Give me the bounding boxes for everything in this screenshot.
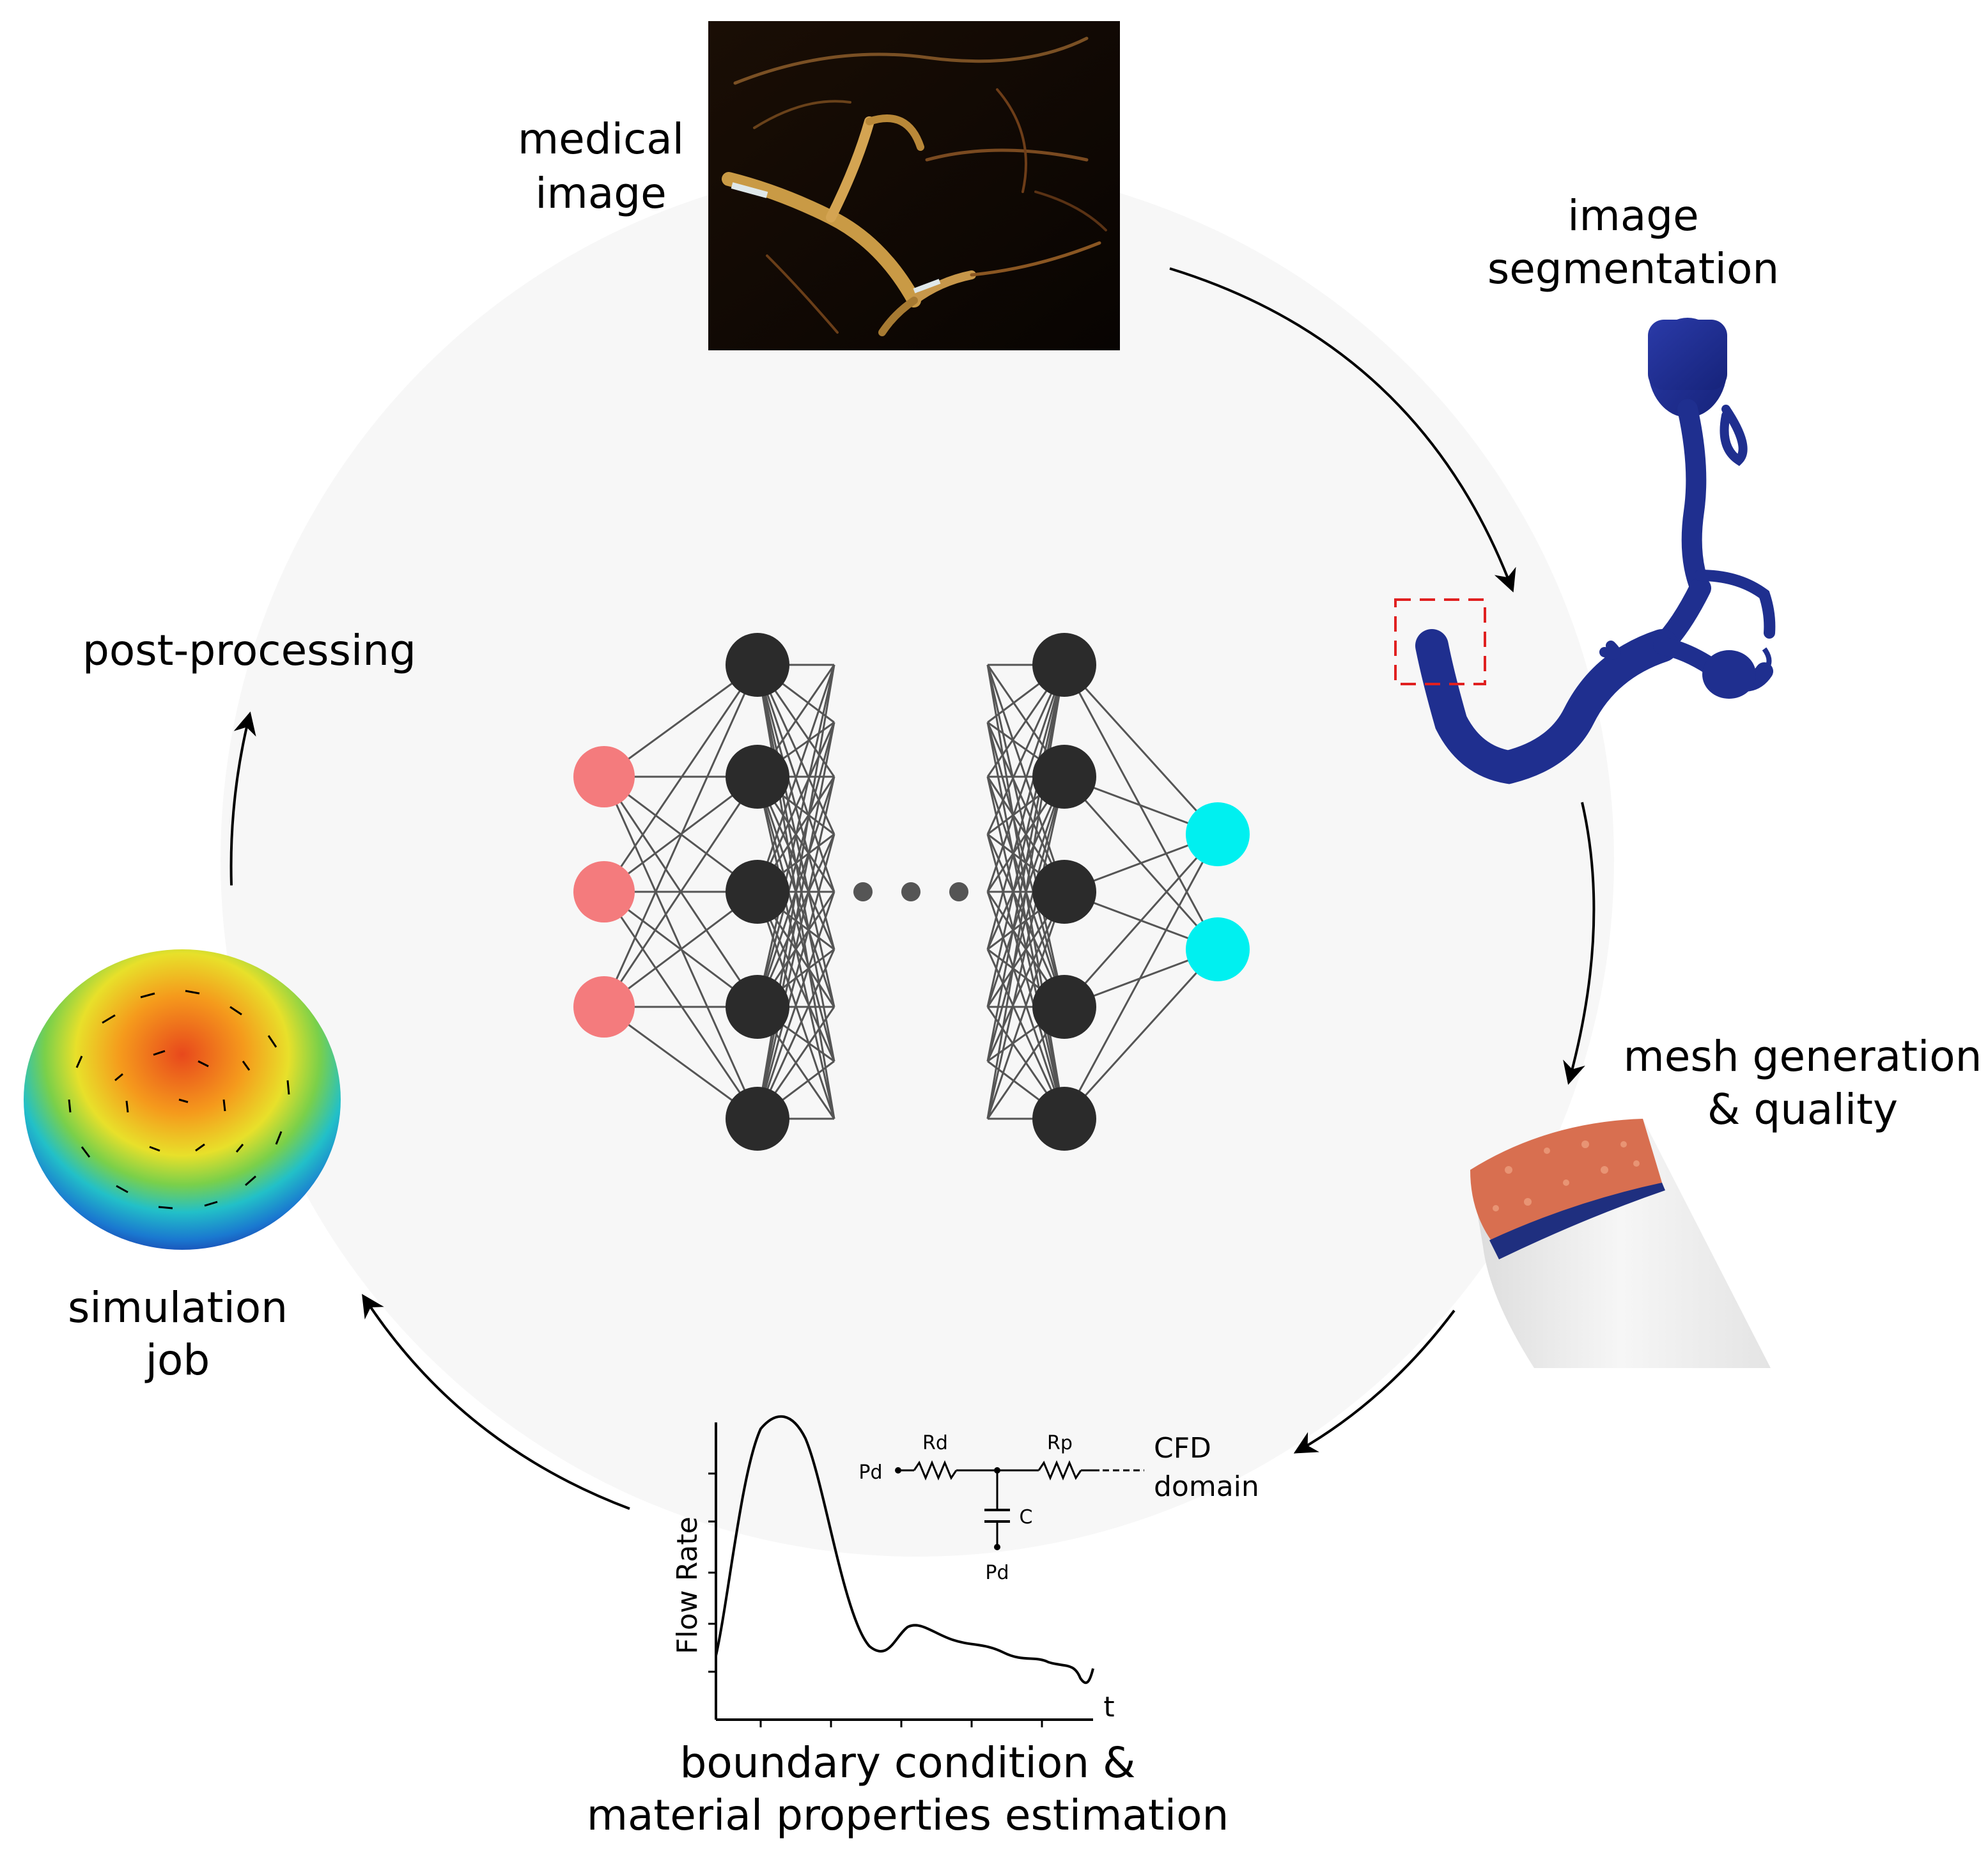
arrow-simulation-to-post — [229, 712, 256, 886]
image-segmentation-label-line1: image — [1567, 191, 1699, 240]
simulation-job-label-line2: job — [144, 1335, 210, 1385]
nn-edge-stub — [986, 664, 1066, 1119]
nn-output-node — [1186, 917, 1250, 981]
nn-edge-stub — [986, 722, 1066, 1008]
medical-image-picture — [708, 21, 1120, 350]
mesh-generation-label-line2: & quality — [1707, 1085, 1898, 1134]
circuit-pd-left: Pd — [858, 1461, 882, 1484]
nn-hidden-node-layer1 — [726, 745, 789, 809]
nn-edge-stub — [756, 834, 835, 1119]
region-of-interest-box — [1394, 598, 1486, 685]
flow-plot-xlabel: t — [1103, 1691, 1114, 1724]
neural-network — [573, 633, 1250, 1151]
circuit-cfd-line2: domain — [1154, 1470, 1259, 1503]
nn-edge-stub — [986, 776, 1066, 1119]
nn-edge — [1063, 834, 1219, 1008]
medical-image-label-line2: image — [535, 169, 667, 218]
nn-edge — [603, 891, 759, 1119]
medical-image-label-line1: medical — [518, 114, 684, 164]
nn-edge-stub — [986, 664, 1066, 1008]
nn-edge-stub — [756, 891, 835, 1119]
nn-edge — [603, 664, 759, 1008]
simulation-job-label-line1: simulation — [68, 1283, 288, 1332]
windkessel-circuit: Pd Rd Rp C Pd CFD domain — [858, 1432, 1259, 1584]
resistor-rp — [1037, 1460, 1082, 1481]
nn-ellipsis-dot — [853, 882, 873, 901]
nn-input-node — [573, 746, 635, 807]
nn-edge-stub — [756, 722, 835, 1008]
nn-edge-stub — [756, 776, 835, 1119]
nn-edge-stub — [986, 891, 1066, 1119]
nn-edge-stub — [986, 722, 1066, 1119]
nn-edge-stub — [756, 722, 835, 1119]
nn-hidden-node-layer1 — [726, 1087, 789, 1151]
circuit-rd: Rd — [922, 1432, 948, 1454]
post-processing-label: post-processing — [82, 626, 416, 675]
workflow-circle-background — [221, 163, 1614, 1557]
simulation-result-picture — [24, 949, 341, 1250]
nn-edge-stub — [756, 664, 835, 1119]
flow-plot-ylabel: Flow Rate — [671, 1516, 704, 1654]
nn-edge-stub — [756, 664, 835, 1008]
nn-hidden-node-layer1 — [726, 975, 789, 1039]
resistor-rd — [913, 1460, 958, 1481]
nn-hidden-node-layer1 — [726, 633, 789, 697]
nn-ellipsis-dot — [901, 882, 920, 901]
nn-ellipsis-dot — [949, 882, 968, 901]
image-segmentation-label-line2: segmentation — [1487, 244, 1779, 293]
arrow-boundary-to-simulation — [362, 1293, 630, 1510]
flow-waveform — [715, 1415, 1094, 1685]
nn-output-node — [1186, 802, 1250, 866]
arrow-medical-to-segmentation — [1169, 267, 1516, 593]
nn-hidden-node-layerN — [1032, 975, 1096, 1039]
nn-edge — [1063, 834, 1219, 1119]
circuit-rp: Rp — [1047, 1432, 1073, 1454]
nn-hidden-node-layerN — [1032, 860, 1096, 924]
arrow-segmentation-to-mesh — [1563, 802, 1596, 1085]
segmented-vessel-picture — [1394, 318, 1776, 784]
circuit-c: C — [1020, 1506, 1033, 1529]
nn-edge — [1063, 948, 1219, 1120]
arrow-mesh-to-boundary — [1293, 1309, 1456, 1454]
circuit-cfd-line1: CFD — [1154, 1432, 1211, 1465]
cycle-arrows — [229, 267, 1596, 1510]
nn-edge — [603, 776, 759, 1008]
boundary-condition-label-line2: material properties estimation — [587, 1791, 1229, 1840]
nn-hidden-node-layerN — [1032, 1087, 1096, 1151]
circuit-pd-bottom: Pd — [985, 1562, 1009, 1584]
mesh-generation-label-line1: mesh generation — [1623, 1032, 1982, 1081]
nn-edge — [1063, 664, 1219, 950]
nn-input-node — [573, 976, 635, 1038]
flow-rate-plot: Flow Rate t — [671, 1415, 1115, 1727]
nn-input-node — [573, 861, 635, 922]
nn-edge — [603, 776, 759, 1119]
nn-edge — [1063, 664, 1219, 836]
nn-edge — [603, 664, 759, 892]
mesh-picture — [1470, 1119, 1771, 1368]
nn-hidden-node-layerN — [1032, 633, 1096, 697]
nn-edge-stub — [986, 834, 1066, 1119]
boundary-condition-label-line1: boundary condition & — [679, 1738, 1135, 1787]
nn-hidden-node-layerN — [1032, 745, 1096, 809]
nn-edge-stub — [986, 664, 1066, 892]
nn-hidden-node-layer1 — [726, 860, 789, 924]
nn-edge-stub — [756, 664, 835, 892]
